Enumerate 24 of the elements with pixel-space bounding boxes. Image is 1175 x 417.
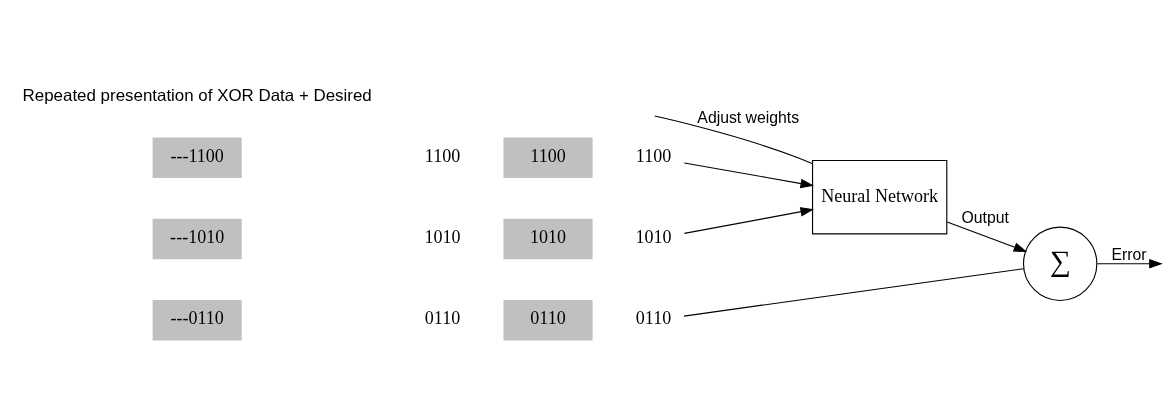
edge-label: Adjust weights xyxy=(697,108,800,126)
node-text: 0110 xyxy=(635,308,672,329)
node-box: ---0110 xyxy=(152,299,242,341)
node-box: 0110 xyxy=(503,299,593,341)
arrow xyxy=(946,221,1028,252)
node-text: 1010 xyxy=(424,227,461,248)
node-text: 0110 xyxy=(424,308,461,329)
node-text: 1100 xyxy=(635,146,672,167)
label: Repeated presentation of XOR Data + Desired xyxy=(22,85,372,105)
node-box: Neural Network xyxy=(812,160,948,235)
node-box: 1100 xyxy=(503,137,593,179)
node-box: ---1010 xyxy=(152,218,242,260)
arrow xyxy=(683,207,815,234)
arrow xyxy=(683,162,815,189)
node-box: 1010 xyxy=(503,218,593,260)
connector xyxy=(654,115,814,165)
edge-label: Output xyxy=(961,209,1009,227)
node-circle: ∑ xyxy=(1022,226,1098,301)
arrow xyxy=(1096,259,1163,269)
node-box: ---1100 xyxy=(152,137,242,179)
connector xyxy=(683,268,1025,317)
node-text: 1010 xyxy=(635,227,672,248)
edge-label: Error xyxy=(1111,245,1147,263)
node-text: 1100 xyxy=(424,146,461,167)
